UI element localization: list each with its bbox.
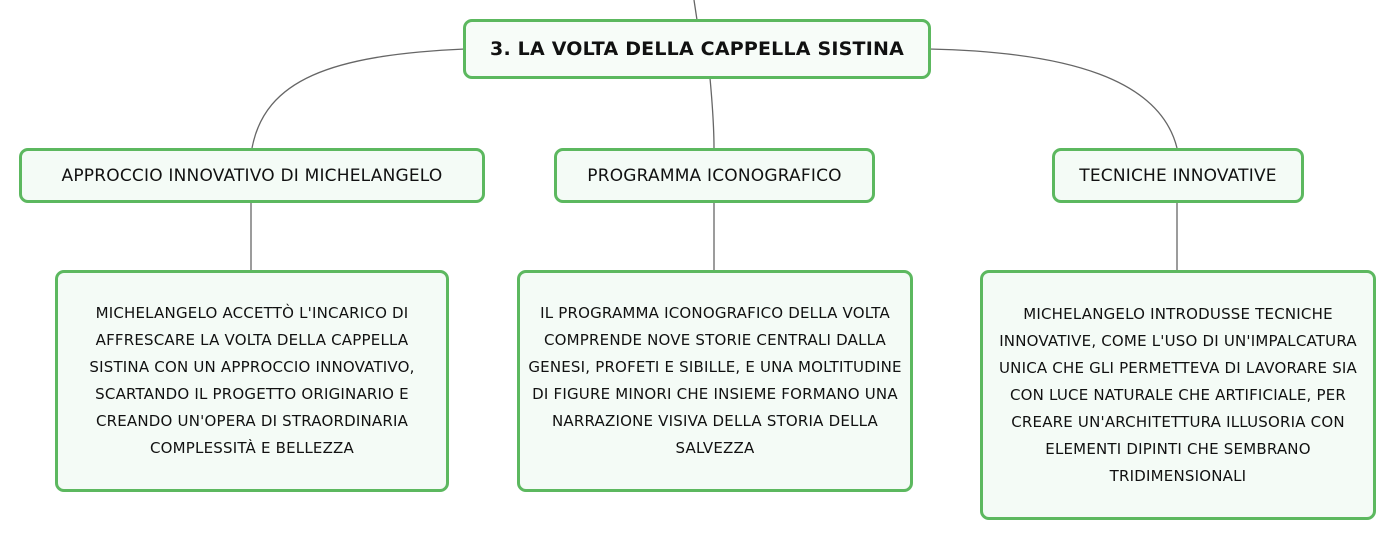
topic-node-tecniche[interactable]: TECNICHE INNOVATIVE (1052, 148, 1304, 203)
topic-node-programma[interactable]: PROGRAMMA ICONOGRAFICO (554, 148, 875, 203)
detail-text: MICHELANGELO INTRODUSSE TECNICHE INNOVAT… (998, 304, 1358, 485)
detail-node-approccio[interactable]: MICHELANGELO ACCETTÒ L'INCARICO DI AFFRE… (55, 270, 449, 492)
topic-label: PROGRAMMA ICONOGRAFICO (587, 165, 842, 186)
connector-root-topic-3 (928, 48, 1178, 149)
connector-parent (693, 0, 698, 21)
detail-node-programma[interactable]: IL PROGRAMMA ICONOGRAFICO DELLA VOLTA CO… (517, 270, 913, 492)
topic-label: TECNICHE INNOVATIVE (1079, 165, 1277, 186)
root-node[interactable]: 3. LA VOLTA DELLA CAPPELLA SISTINA (463, 19, 931, 79)
detail-node-tecniche[interactable]: MICHELANGELO INTRODUSSE TECNICHE INNOVAT… (980, 270, 1376, 520)
topic-node-approccio[interactable]: APPROCCIO INNOVATIVO DI MICHELANGELO (19, 148, 485, 203)
detail-text: IL PROGRAMMA ICONOGRAFICO DELLA VOLTA CO… (528, 304, 902, 457)
detail-text: MICHELANGELO ACCETTÒ L'INCARICO DI AFFRE… (89, 304, 415, 457)
connector-root-topic-1 (251, 48, 466, 149)
root-label: 3. LA VOLTA DELLA CAPPELLA SISTINA (490, 38, 904, 60)
connector-root-topic-2 (709, 77, 715, 149)
topic-label: APPROCCIO INNOVATIVO DI MICHELANGELO (61, 165, 443, 186)
